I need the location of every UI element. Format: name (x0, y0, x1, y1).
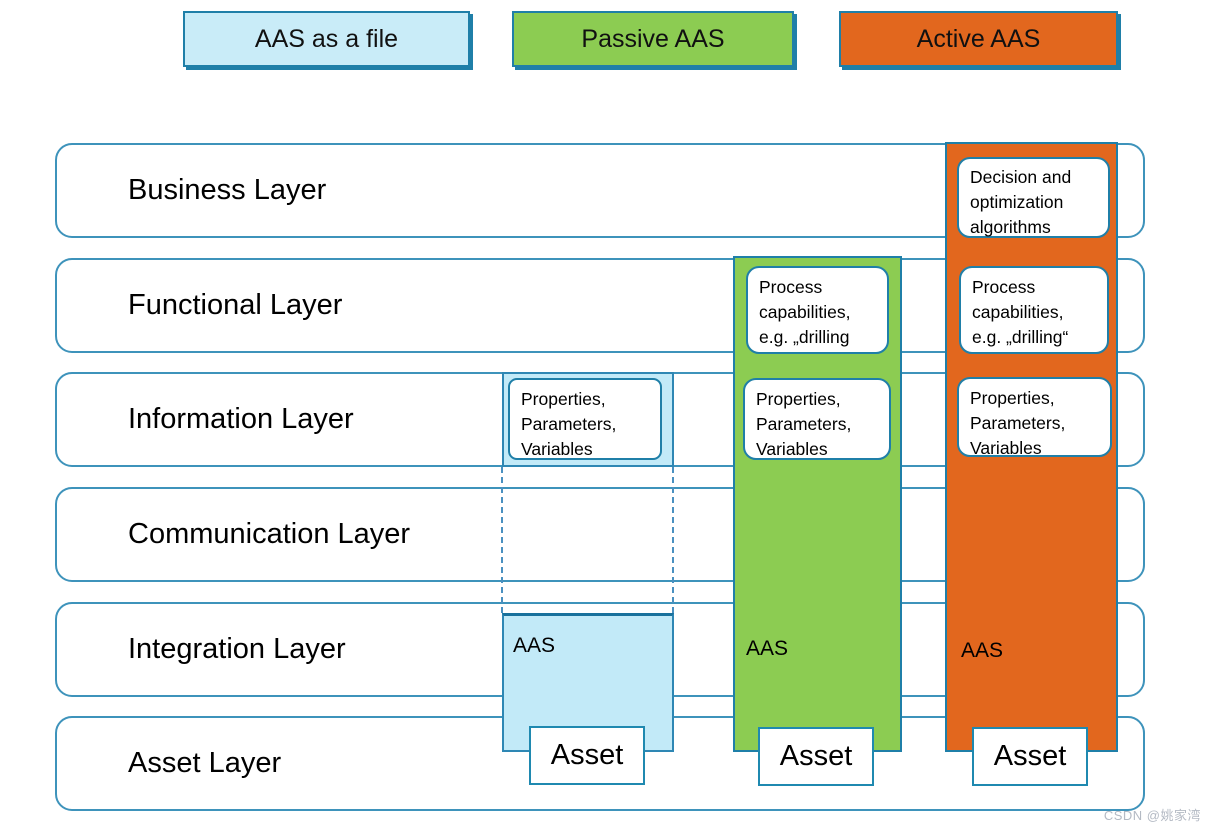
legend-active-aas-label: Active AAS (916, 24, 1041, 53)
file-column-asset-box: Asset (529, 726, 645, 785)
file-column-asset-label: Asset (550, 739, 624, 771)
layer-asset-label: Asset Layer (128, 747, 282, 779)
legend-aas-as-a-file: AAS as a file (183, 11, 470, 67)
active-column-asset-label: Asset (993, 740, 1067, 772)
legend-active-aas: Active AAS (839, 11, 1118, 67)
passive-column-asset-box: Asset (758, 727, 874, 786)
file-column-properties-box: Properties, Parameters, Variables (508, 378, 662, 460)
layer-business-label: Business Layer (128, 174, 327, 206)
passive-column-properties-box: Properties, Parameters, Variables (743, 378, 891, 460)
legend-passive-aas-label: Passive AAS (581, 24, 725, 53)
active-column-decision-box: Decision and optimization algorithms (957, 157, 1110, 238)
file-column-aas-label: AAS (513, 634, 556, 657)
passive-column-process-capabilities-box: Process capabilities, e.g. „drilling (746, 266, 889, 354)
file-column-dashed-line-right (672, 467, 674, 613)
csdn-watermark: CSDN @姚家湾 (1103, 808, 1201, 823)
active-column-aas-label: AAS (961, 639, 1004, 662)
legend-passive-aas: Passive AAS (512, 11, 794, 67)
active-column-process-capabilities-box: Process capabilities, e.g. „drilling“ (959, 266, 1109, 354)
active-column-asset-box: Asset (972, 727, 1088, 786)
file-column-dashed-line-left (501, 467, 503, 613)
passive-column-aas-label: AAS (746, 637, 789, 660)
layer-information-label: Information Layer (128, 403, 354, 435)
legend-aas-as-a-file-label: AAS as a file (254, 24, 399, 53)
passive-column-asset-label: Asset (779, 740, 853, 772)
layer-communication-label: Communication Layer (128, 518, 411, 550)
active-column-properties-box: Properties, Parameters, Variables (957, 377, 1112, 458)
layer-functional-label: Functional Layer (128, 289, 343, 321)
layer-integration-label: Integration Layer (128, 633, 346, 665)
